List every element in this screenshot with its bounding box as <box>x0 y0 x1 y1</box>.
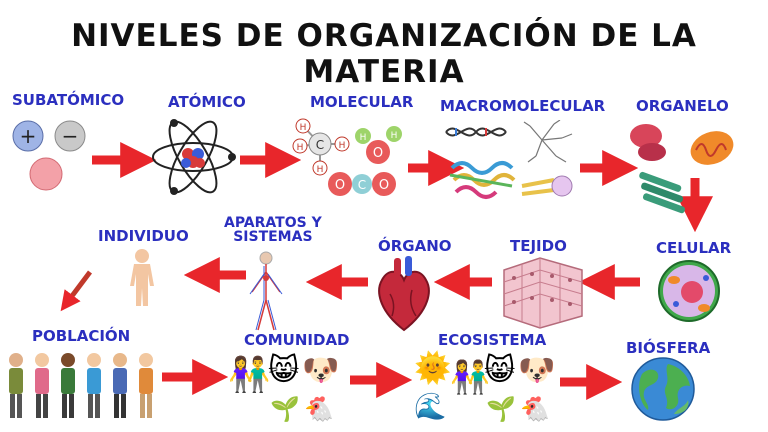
chicken-icon: 🐔 <box>304 395 334 423</box>
label-organo: ÓRGANO <box>378 237 452 255</box>
population-people-illustration <box>9 353 153 418</box>
people-icon: 👫 <box>228 355 271 395</box>
dog-icon: 🐶 <box>302 353 340 388</box>
earth-globe-icon <box>631 357 695 421</box>
person-icon <box>87 353 101 418</box>
label-atomico: ATÓMICO <box>168 93 246 111</box>
circulatory-system-icon <box>249 251 283 331</box>
tissue-icon <box>503 257 583 329</box>
person-icon <box>139 353 153 418</box>
svg-text:H: H <box>391 131 398 141</box>
dna-icon <box>445 127 507 137</box>
golgi-icon <box>639 171 686 214</box>
arrow-individuo-poblacion <box>60 270 92 312</box>
label-ecosistema: ECOSISTEMA <box>438 331 547 349</box>
atom-icon <box>152 119 236 195</box>
molecules-illustration: C H H H H O H H O C O <box>292 118 402 196</box>
label-aparatos-y-sistemas: APARATOS Y SISTEMAS <box>224 215 322 245</box>
label-molecular: MOLECULAR <box>310 93 414 111</box>
people-icon: 👫 <box>450 358 490 396</box>
cat-icon: 😸 <box>268 353 300 388</box>
svg-text:H: H <box>339 141 346 151</box>
macromolecules-illustration <box>445 120 573 199</box>
person-icon <box>9 353 23 418</box>
organelles-illustration <box>630 124 734 214</box>
subatomic-particles-illustration: + − <box>12 120 86 191</box>
svg-text:C: C <box>316 138 324 152</box>
svg-text:H: H <box>317 165 324 175</box>
label-subatomico: SUBATÓMICO <box>12 91 125 109</box>
protein-icon <box>449 161 516 199</box>
human-body-icon <box>130 249 154 306</box>
dog-icon: 🐶 <box>518 353 556 388</box>
label-individuo: INDIVIDUO <box>98 227 189 245</box>
person-icon <box>35 353 49 418</box>
chicken-icon: 🐔 <box>520 395 550 423</box>
label-organelo: ORGANELO <box>636 97 729 115</box>
proton-plus-symbol: + <box>20 124 37 148</box>
label-tejido: TEJIDO <box>510 237 567 255</box>
svg-text:O: O <box>335 178 345 193</box>
svg-text:H: H <box>360 133 367 143</box>
heart-icon <box>378 256 430 332</box>
lipid-icon <box>521 175 573 197</box>
svg-text:H: H <box>300 123 307 133</box>
wave-icon: 🌊 <box>414 392 447 422</box>
mitochondria-icon <box>690 131 734 165</box>
page-title: NIVELES DE ORGANIZACIÓN DE LA MATERIA <box>71 18 697 90</box>
label-poblacion: POBLACIÓN <box>32 327 131 345</box>
svg-text:C: C <box>358 178 366 192</box>
person-icon <box>61 353 75 418</box>
person-icon <box>113 353 127 418</box>
ribosome-icon <box>630 124 666 161</box>
svg-text:O: O <box>373 146 383 161</box>
electron-minus-symbol: − <box>62 124 79 148</box>
plant-icon: 🌱 <box>486 395 516 423</box>
glycogen-icon <box>523 120 573 163</box>
label-biosfera: BIÓSFERA <box>626 339 711 357</box>
cat-icon: 😸 <box>484 353 516 388</box>
label-macromolecular: MACROMOLECULAR <box>440 97 606 115</box>
label-comunidad: COMUNIDAD <box>244 331 350 349</box>
label-celular: CELULAR <box>656 239 732 257</box>
svg-text:H: H <box>297 143 304 153</box>
svg-text:O: O <box>379 178 389 193</box>
sun-icon: 🌞 <box>414 351 452 386</box>
plant-icon: 🌱 <box>270 395 300 423</box>
cell-icon <box>658 260 720 322</box>
